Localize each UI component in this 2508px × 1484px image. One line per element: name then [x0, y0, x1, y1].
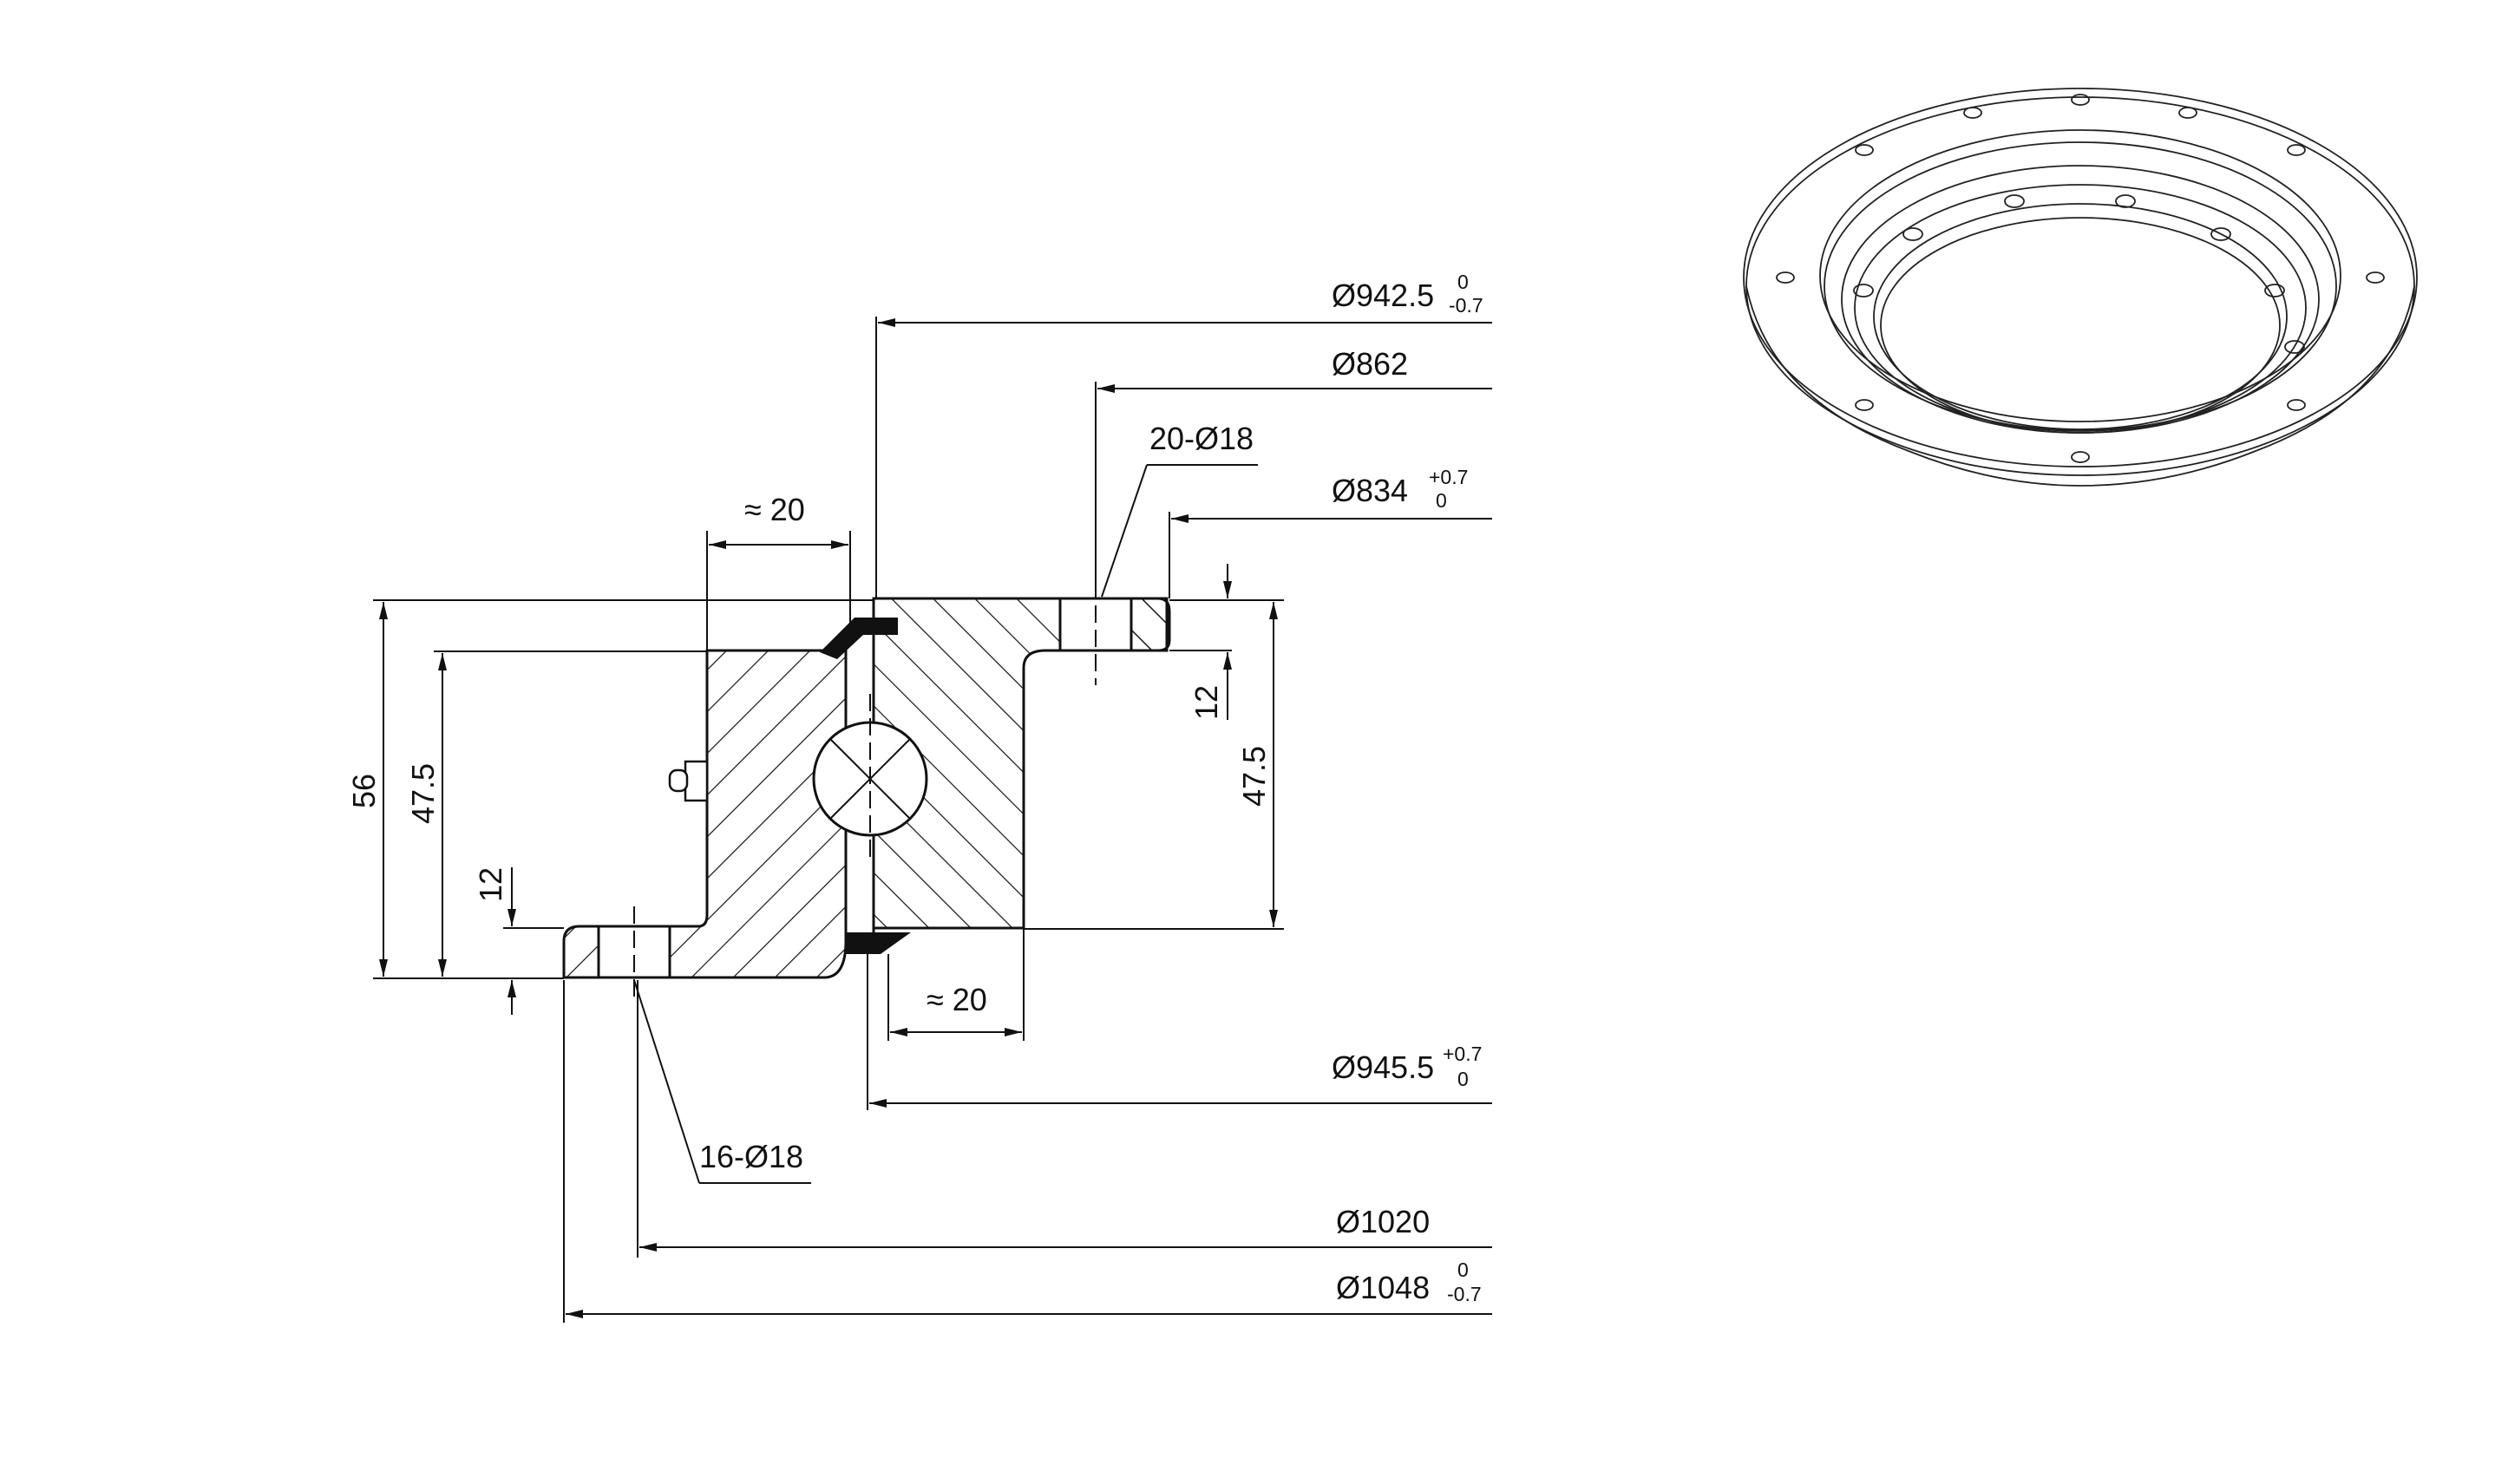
- seal-bottom: [846, 932, 911, 954]
- dim-d834-tol-upper: +0.7: [1429, 466, 1468, 488]
- dim-d862-label: Ø862: [1332, 346, 1408, 382]
- dim-h47-right-label: 47.5: [1236, 746, 1272, 807]
- dim-d1020-label: Ø1020: [1336, 1204, 1430, 1239]
- dim-d942-tol-upper: 0: [1457, 271, 1469, 293]
- grease-nipple: [668, 760, 709, 802]
- dim-approx-top-label: ≈ 20: [744, 492, 805, 527]
- isometric-bearing-view: [1743, 88, 2418, 487]
- dim-d945-tol-lower: 0: [1457, 1068, 1469, 1090]
- dim-approx-bottom-label: ≈ 20: [927, 982, 987, 1017]
- seal-top: [820, 618, 898, 659]
- dim-d834-label: Ø834: [1332, 473, 1408, 508]
- dim-d942-label: Ø942.5: [1332, 278, 1434, 313]
- dim-d945-label: Ø945.5: [1332, 1049, 1434, 1085]
- dim-h12-right-label: 12: [1189, 685, 1224, 720]
- inner-flange-end: [1130, 597, 1171, 652]
- isometric-outer-holes: [1776, 94, 2385, 463]
- dim-d1048-label: Ø1048: [1336, 1270, 1430, 1305]
- dimension-lines: [373, 317, 1492, 1323]
- dim-d945-tol-upper: +0.7: [1443, 1043, 1482, 1065]
- cross-section: [562, 581, 1171, 997]
- outer-ring: [562, 649, 848, 979]
- dim-holes-top-label: 20-Ø18: [1149, 421, 1254, 456]
- dim-d1048-tol-upper: 0: [1457, 1258, 1469, 1281]
- dim-d942-tol-lower: -0.7: [1449, 294, 1483, 317]
- dim-h12-left-label: 12: [473, 867, 508, 902]
- isometric-inner-holes: [1853, 194, 2305, 354]
- dim-h56-label: 56: [346, 774, 382, 808]
- dimension-labels: Ø942.5 0 -0.7 Ø862 20-Ø18 Ø834 +0.7 0 ≈ …: [346, 271, 1483, 1305]
- dim-d834-tol-lower: 0: [1436, 489, 1447, 512]
- dim-holes-bottom-label: 16-Ø18: [699, 1139, 803, 1174]
- dim-d1048-tol-lower: -0.7: [1447, 1283, 1482, 1305]
- dim-h47-left-label: 47.5: [405, 763, 441, 824]
